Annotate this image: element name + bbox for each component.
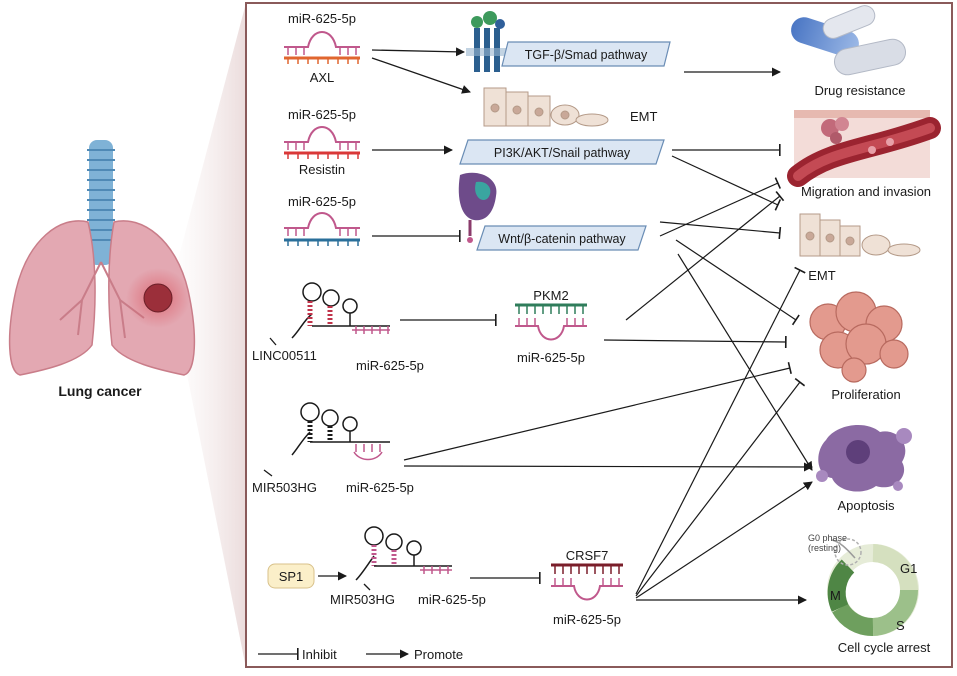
proliferation-icon (809, 291, 909, 383)
pkm2-mirna-label: miR-625-5p (517, 350, 585, 365)
m-label: M (830, 588, 841, 603)
sp1-mirna-label: miR-625-5p (418, 592, 486, 607)
drug-resistance-label: Drug resistance (814, 83, 905, 98)
apoptosis-icon (816, 425, 912, 492)
row-mir503hg: MIR503HG miR-625-5p (252, 402, 414, 495)
mirna-tail-mir503 (353, 444, 383, 461)
tgf-pathway-label: TGF-β/Smad pathway (525, 48, 648, 62)
capsule-icon (791, 5, 906, 76)
row-sp1: SP1 MIR503HG miR-625-5p (267, 526, 486, 607)
row-linc00511: LINC00511 miR-625-5p (252, 282, 424, 373)
axl-target-label: AXL (310, 70, 335, 85)
sp1-label: SP1 (279, 569, 304, 584)
wnt-protein-icon (458, 172, 497, 243)
lncrna-structure-sp1 (355, 526, 452, 581)
inhibit-wnt-proliferation (675, 239, 800, 326)
main-frame (245, 2, 953, 668)
lung-cancer-label: Lung cancer (58, 383, 142, 399)
row-wnt: miR-625-5p (284, 194, 360, 246)
pkm2-label: PKM2 (533, 288, 568, 303)
emt-cells-top (483, 87, 609, 127)
pi3k-pathway-box: PI3K/AKT/Snail pathway (459, 139, 665, 165)
migration-label: Migration and invasion (801, 184, 931, 199)
s-label: S (896, 618, 905, 633)
crsf7-duplex: CRSF7 miR-625-5p (551, 548, 623, 627)
mirna-tail-sp1 (420, 566, 452, 574)
crsf7-mirna-label: miR-625-5p (553, 612, 621, 627)
arrow-wnt-apoptosis (677, 253, 813, 471)
vessel-icon (787, 110, 941, 187)
mir503-lncrna-label: MIR503HG (252, 480, 317, 495)
inhibit-pkm2-migration (625, 190, 785, 321)
g0-resting-label: (resting) (808, 543, 841, 553)
bronchi (59, 261, 145, 339)
crsf7-label: CRSF7 (566, 548, 609, 563)
mirna-duplex-resistin (284, 126, 360, 159)
inhibit-pi3k-emt (671, 155, 782, 211)
inhibit-crsf7-proliferation (635, 377, 806, 597)
inhibit-wnt-emt (659, 177, 782, 237)
linc-lncrna-label: LINC00511 (252, 348, 317, 363)
pkm2-duplex: PKM2 miR-625-5p (515, 288, 587, 365)
lncrna-structure-linc (291, 282, 390, 339)
wnt-pathway-label: Wnt/β-catenin pathway (498, 232, 626, 246)
axl-mirna-label: miR-625-5p (288, 11, 356, 26)
inhibit-crsf7-emt (635, 266, 806, 595)
receptor-icon (466, 11, 508, 72)
row-resistin: miR-625-5p Resistin (284, 107, 360, 177)
mir503-mirna-label: miR-625-5p (346, 480, 414, 495)
wnt-mirna-label: miR-625-5p (288, 194, 356, 209)
inhibit-wnt-emt2 (659, 221, 782, 240)
lung-illustration (8, 140, 196, 376)
mirna-duplex-axl (284, 31, 360, 64)
arrow-crsf7-apoptosis (635, 481, 813, 599)
g0-phase-label: G0 phase (808, 533, 847, 543)
mirna-duplex-wnt (284, 212, 360, 246)
left-lung (8, 220, 96, 376)
resistin-mirna-label: miR-625-5p (288, 107, 356, 122)
inhibit-pkm2-proliferation (603, 335, 787, 349)
arrow-mir503-apoptosis (403, 462, 813, 472)
mirna-tail-linc (352, 326, 390, 334)
emt-right-label: EMT (808, 268, 836, 283)
linc-mirna-label: miR-625-5p (356, 358, 424, 373)
inhibit-mir503-proliferation (403, 362, 792, 461)
row-axl: miR-625-5p AXL (284, 11, 360, 85)
proliferation-label: Proliferation (831, 387, 900, 402)
arrow-axl-emt (371, 57, 471, 94)
emt-cells-right (799, 213, 921, 257)
legend-promote-label: Promote (414, 647, 463, 662)
trachea-rings (87, 149, 115, 241)
resistin-target-label: Resistin (299, 162, 345, 177)
pi3k-pathway-label: PI3K/AKT/Snail pathway (494, 146, 631, 160)
cell-cycle-label: Cell cycle arrest (838, 640, 931, 655)
sp1-lncrna-label: MIR503HG (330, 592, 395, 607)
apoptosis-label: Apoptosis (837, 498, 895, 513)
arrow-axl-tgf (371, 47, 465, 57)
lncrna-structure-mir503 (291, 402, 390, 456)
cell-cycle-icon (827, 538, 919, 636)
g1-label: G1 (900, 561, 917, 576)
connectors (403, 144, 813, 605)
projection-cone (170, 3, 246, 668)
legend-inhibit-label: Inhibit (302, 647, 337, 662)
trachea (89, 140, 113, 265)
sp1-box (267, 563, 315, 589)
tumor (143, 283, 173, 313)
legend: Inhibit Promote (258, 647, 463, 662)
tgf-pathway-box: TGF-β/Smad pathway (501, 41, 671, 67)
wnt-pathway-box: Wnt/β-catenin pathway (476, 225, 647, 251)
emt-top-label: EMT (630, 109, 658, 124)
